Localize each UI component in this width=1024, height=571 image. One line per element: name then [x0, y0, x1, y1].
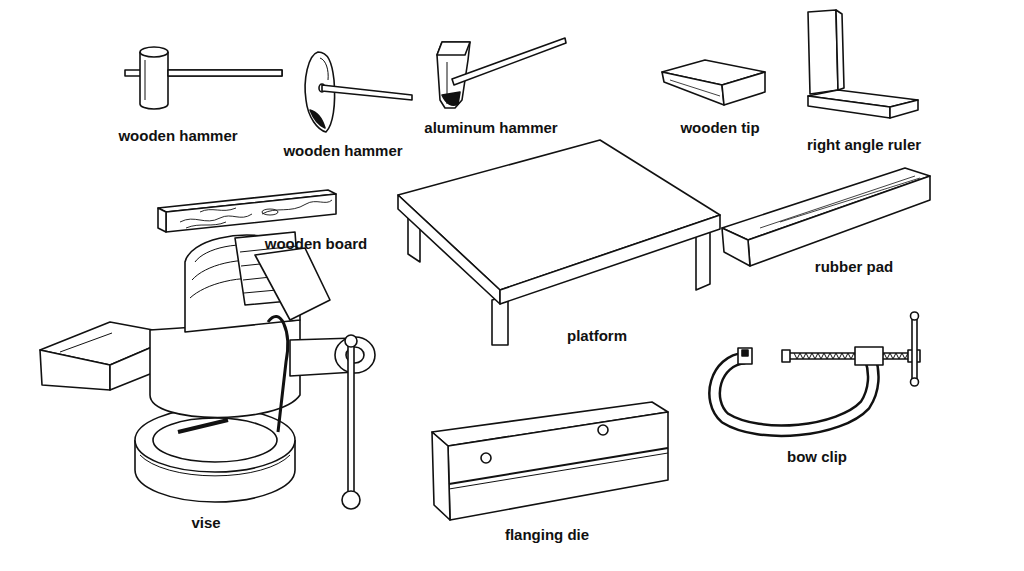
part-label: vise [191, 514, 220, 531]
wooden-tip-drawing [670, 80, 720, 96]
flanging-die-drawing [598, 425, 608, 435]
wooden-tip-drawing [662, 60, 765, 105]
vise-drawing [268, 317, 288, 432]
aluminum-hammer-drawing [452, 38, 566, 85]
bow-clip-drawing [855, 347, 883, 365]
wooden-board-drawing [166, 194, 336, 232]
bow-clip-drawing [911, 312, 919, 320]
bow-clip-drawing [911, 378, 919, 386]
platform-drawing [500, 215, 720, 304]
part-label: wooden board [265, 235, 368, 252]
flanging-die-drawing [449, 453, 668, 489]
part-label: bow clip [787, 448, 847, 465]
vise-drawing [345, 335, 357, 347]
wooden-hammer-drawing [310, 110, 325, 128]
aluminum-hammer-drawing [437, 42, 470, 55]
wooden-hammer-drawing [140, 47, 168, 57]
vise-drawing [60, 333, 112, 352]
vise-drawing [40, 232, 375, 509]
platform-drawing [398, 195, 500, 304]
vise-drawing [150, 320, 300, 418]
part-label: wooden hammer [283, 142, 402, 159]
wooden-board-drawing [158, 208, 166, 232]
platform-drawing [398, 140, 720, 345]
part-label: aluminum hammer [424, 119, 557, 136]
wooden-hammer-drawing [145, 60, 146, 100]
wooden-tip-drawing [662, 72, 724, 105]
vise-drawing [178, 420, 228, 432]
vise-drawing [140, 455, 290, 476]
flanging-die-drawing [432, 402, 668, 520]
vise-drawing [40, 350, 110, 390]
rubber-pad-drawing [748, 176, 930, 266]
part-label: wooden hammer [118, 127, 237, 144]
right-angle-ruler-drawing [808, 10, 838, 94]
flanging-die-drawing [432, 432, 450, 520]
bow-clip-drawing [715, 358, 874, 431]
flanging-die-drawing [449, 448, 668, 484]
aluminum-hammer-drawing [442, 92, 460, 105]
bow-clip-drawing [742, 350, 748, 356]
wooden-hammer-drawing [322, 85, 412, 100]
bow-clip-drawing [782, 350, 790, 362]
rubber-pad-drawing [722, 168, 930, 266]
flanging-die-drawing [481, 453, 491, 463]
wooden-hammer-drawing [168, 70, 282, 76]
wooden-board-drawing [262, 200, 332, 214]
wooden-board-drawing [262, 209, 278, 215]
wooden-tip-drawing [722, 72, 765, 105]
part-label: right angle ruler [807, 136, 921, 153]
right-angle-ruler-drawing [808, 96, 890, 118]
wooden-board-drawing [180, 214, 252, 222]
wooden-board-drawing [200, 208, 236, 212]
rubber-pad-drawing [760, 176, 915, 228]
wooden-hammer-drawing [125, 47, 282, 109]
part-label: wooden tip [680, 119, 759, 136]
wooden-hammer-drawing [320, 58, 328, 80]
bow-clip-drawing [715, 312, 920, 431]
flanging-die-drawing [448, 412, 668, 520]
wooden-hammer-drawing [140, 52, 168, 109]
platform-drawing [398, 140, 720, 290]
bow-clip-drawing [794, 353, 911, 359]
bow-clip-drawing [715, 358, 874, 431]
part-label: rubber pad [815, 258, 893, 275]
rubber-pad-drawing [722, 228, 750, 266]
wooden-hammer-drawing [305, 52, 412, 132]
bow-clip-drawing [912, 318, 917, 380]
part-label: platform [567, 327, 627, 344]
vise-drawing [255, 248, 330, 320]
rubber-pad-drawing [780, 178, 920, 222]
part-label: flanging die [505, 526, 589, 543]
aluminum-hammer-drawing [437, 38, 566, 108]
vise-drawing [342, 491, 360, 509]
wooden-board-drawing [158, 190, 336, 232]
vise-drawing [348, 345, 354, 495]
right-angle-ruler-drawing [890, 100, 918, 118]
wooden-board-drawing [186, 222, 226, 228]
right-angle-ruler-drawing [808, 10, 918, 118]
vise-drawing [153, 418, 277, 462]
bow-clip-drawing [738, 348, 752, 364]
right-angle-ruler-drawing [836, 10, 844, 90]
